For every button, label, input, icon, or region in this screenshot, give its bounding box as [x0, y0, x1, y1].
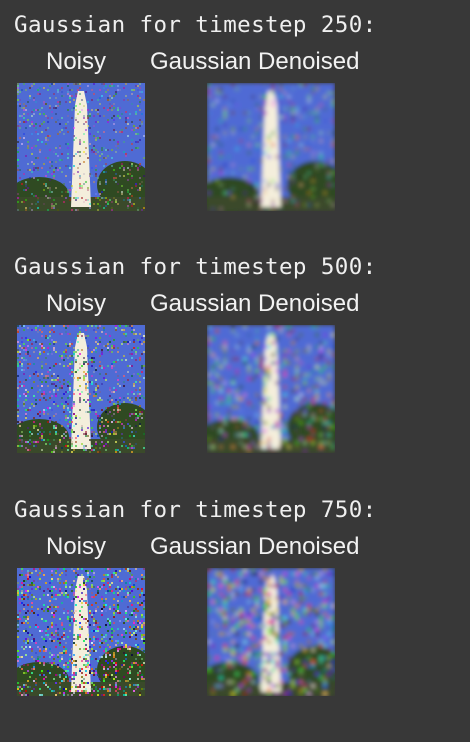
noisy-label: Noisy	[46, 533, 107, 560]
noisy-image	[17, 568, 145, 696]
timestep-500-section: Gaussian for timestep 500: Noisy Gaussia…	[0, 254, 470, 469]
section-heading: Gaussian for timestep 250:	[14, 12, 377, 38]
denoised-image	[207, 568, 335, 696]
denoised-label: Gaussian Denoised	[150, 533, 360, 560]
section-heading: Gaussian for timestep 500:	[14, 254, 377, 280]
denoised-image	[207, 325, 335, 453]
denoised-label: Gaussian Denoised	[150, 48, 360, 75]
denoised-label: Gaussian Denoised	[150, 290, 360, 317]
noisy-image	[17, 83, 145, 211]
noisy-image	[17, 325, 145, 453]
noisy-label: Noisy	[46, 290, 107, 317]
noisy-label: Noisy	[46, 48, 107, 75]
timestep-750-section: Gaussian for timestep 750: Noisy Gaussia…	[0, 497, 470, 712]
denoised-image	[207, 83, 335, 211]
timestep-250-section: Gaussian for timestep 250: Noisy Gaussia…	[0, 12, 470, 227]
section-heading: Gaussian for timestep 750:	[14, 497, 377, 523]
